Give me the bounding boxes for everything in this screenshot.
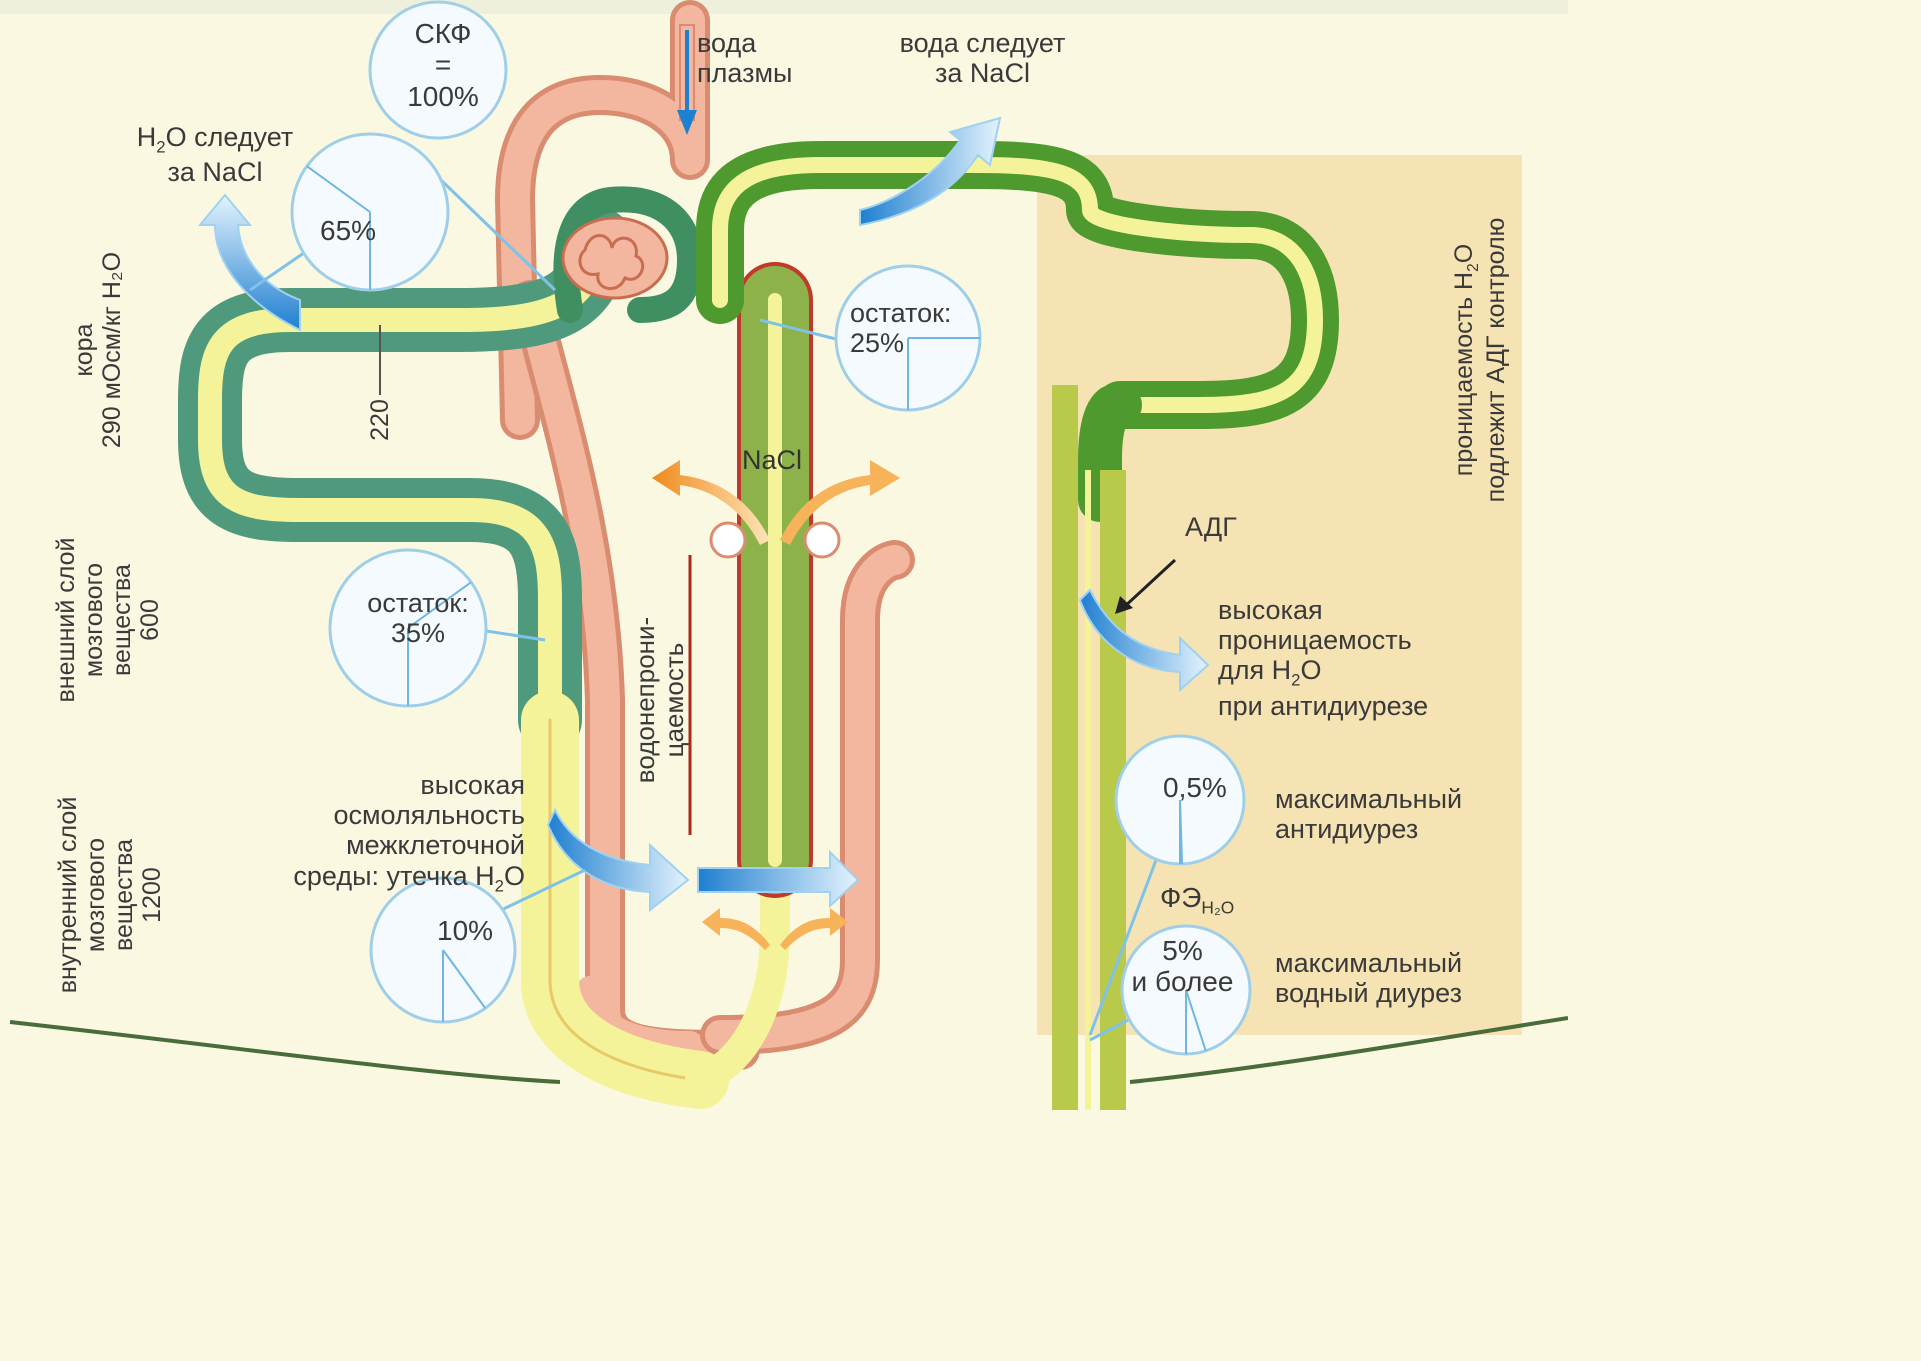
glomerulus xyxy=(563,218,667,298)
adh-control-label: проницаемость H2O подлежит АДГ контролю xyxy=(1450,218,1510,503)
remainder-25-line2: 25% xyxy=(850,328,951,358)
loop-10-percent: 10% xyxy=(437,915,493,946)
water-follows-nacl-line2: за NaCl xyxy=(880,58,1085,88)
gfr-label: СКФ = 100% xyxy=(398,18,488,112)
remainder-35-line1: остаток: xyxy=(348,588,488,618)
osm-220-label: 220 xyxy=(366,399,394,441)
inner-medulla-line2: мозгового xyxy=(82,797,110,994)
nephron-diagram: кора 290 мОсм/кг H₂O внешний слой мозгов… xyxy=(0,0,1568,1111)
h2o-follows-nacl-label: H2O следует за NaCl xyxy=(120,122,310,187)
high-permeability-line1: высокая xyxy=(1218,595,1428,625)
high-osmolality-label: высокая осмоляльность межклеточной среды… xyxy=(230,770,525,896)
water-follows-nacl-line1: вода следует xyxy=(880,28,1085,58)
gfr-line3: 100% xyxy=(398,81,488,112)
gfr-line1: СКФ xyxy=(398,18,488,49)
high-osmolality-line1: высокая xyxy=(230,770,525,800)
h2o-follows-nacl-line2: за NaCl xyxy=(120,157,310,187)
fe-5-line2: и более xyxy=(1120,966,1245,997)
fe-5-label: 5% и более xyxy=(1120,935,1245,998)
water-impermeability-line1: водонепрони- xyxy=(631,617,660,783)
cortex-osmolality: 290 мОсм/кг H₂O xyxy=(98,252,126,448)
outer-medulla-line2: мозгового xyxy=(80,538,108,703)
max-water-diuresis-line1: максимальный xyxy=(1275,948,1462,978)
max-water-diuresis-line2: водный диурез xyxy=(1275,978,1462,1008)
collecting-ducts xyxy=(1052,385,1126,1110)
inner-medulla-label: внутренний слой мозгового вещества 1200 xyxy=(54,797,166,994)
remainder-35-line2: 35% xyxy=(348,618,488,648)
plasma-water-label: вода плазмы xyxy=(697,28,792,88)
adh-control-line1: проницаемость H2O xyxy=(1450,218,1482,503)
remainder-25-line1: остаток: xyxy=(850,298,951,328)
plasma-water-arrow xyxy=(677,25,697,135)
high-osmolality-line3: межклеточной xyxy=(230,830,525,860)
water-follows-nacl-top: вода следует за NaCl xyxy=(880,28,1085,88)
max-antidiuresis-line1: максимальный xyxy=(1275,784,1462,814)
high-osmolality-line4: среды: утечка H2O xyxy=(230,861,525,896)
high-permeability-line4: при антидиурезе xyxy=(1218,691,1428,721)
fe-half-percent: 0,5% xyxy=(1163,772,1227,803)
outer-medulla-line1: внешний слой xyxy=(52,538,80,703)
cortex-name: кора xyxy=(70,252,98,448)
high-permeability-line3: для H2O xyxy=(1218,655,1428,690)
max-antidiuresis-line2: антидиурез xyxy=(1275,814,1462,844)
fe-5-line1: 5% xyxy=(1120,935,1245,966)
adh-control-line2: подлежит АДГ контролю xyxy=(1482,218,1510,503)
max-water-diuresis-label: максимальный водный диурез xyxy=(1275,948,1462,1008)
outer-medulla-line3: вещества xyxy=(108,538,136,703)
inner-medulla-line1: внутренний слой xyxy=(54,797,82,994)
remainder-25-label: остаток: 25% xyxy=(850,298,951,358)
h2o-follows-nacl-line1: H2O следует xyxy=(120,122,310,157)
remainder-35-label: остаток: 35% xyxy=(348,588,488,648)
high-permeability-line2: проницаемость xyxy=(1218,625,1428,655)
adh-label: АДГ xyxy=(1185,512,1237,542)
max-antidiuresis-label: максимальный антидиурез xyxy=(1275,784,1462,844)
proximal-percent: 65% xyxy=(320,215,376,246)
gfr-line2: = xyxy=(398,49,488,80)
cortex-label: кора 290 мОсм/кг H₂O xyxy=(70,252,126,448)
plasma-water-line1: вода xyxy=(697,28,792,58)
water-impermeability-line2: цаемость xyxy=(660,617,689,783)
high-osmolality-line2: осмоляльность xyxy=(230,800,525,830)
outer-medulla-label: внешний слой мозгового вещества 600 xyxy=(52,538,164,703)
fe-label: ФЭH₂O xyxy=(1160,882,1234,918)
outer-medulla-osmolality: 600 xyxy=(136,538,164,703)
high-permeability-label: высокая проницаемость для H2O при антиди… xyxy=(1218,595,1428,721)
plasma-water-line2: плазмы xyxy=(697,58,792,88)
inner-medulla-osmolality: 1200 xyxy=(138,797,166,994)
nacl-label: NaCl xyxy=(742,445,802,475)
water-impermeability-label: водонепрони- цаемость xyxy=(631,617,689,783)
inner-medulla-line3: вещества xyxy=(110,797,138,994)
header-band xyxy=(0,0,1568,14)
